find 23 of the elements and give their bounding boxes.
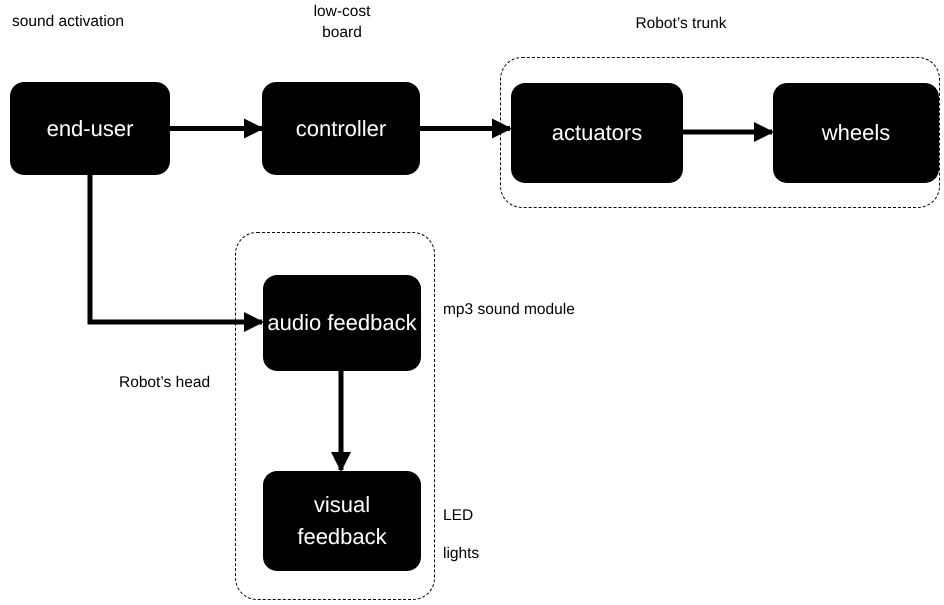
process-box: [773, 83, 939, 183]
node-label: wheels: [822, 119, 890, 148]
arrow: [682, 122, 774, 142]
group-heading: Robot’s head: [119, 373, 212, 393]
node-label: end-user: [46, 114, 134, 143]
node-label: controller: [296, 114, 386, 143]
arrow: [170, 118, 264, 138]
process-box: [263, 471, 421, 571]
node-label: actuators: [552, 119, 642, 148]
node-label: audio feedback: [267, 309, 417, 338]
arrow: [331, 370, 351, 472]
annotation-text: low-cost board: [312, 2, 372, 43]
arrow: [88, 175, 264, 332]
process-box: [262, 82, 420, 175]
arrow: [420, 118, 512, 138]
node-label: visual feedback: [296, 491, 388, 551]
process-box: [10, 82, 170, 175]
process-box: [511, 83, 683, 183]
annotation-text: LED lights: [443, 506, 480, 564]
annotation-text: mp3 sound module: [443, 300, 576, 320]
annotation-text: sound activation: [12, 12, 124, 32]
group-heading: Robot’s trunk: [634, 14, 728, 34]
process-box: [263, 275, 421, 371]
